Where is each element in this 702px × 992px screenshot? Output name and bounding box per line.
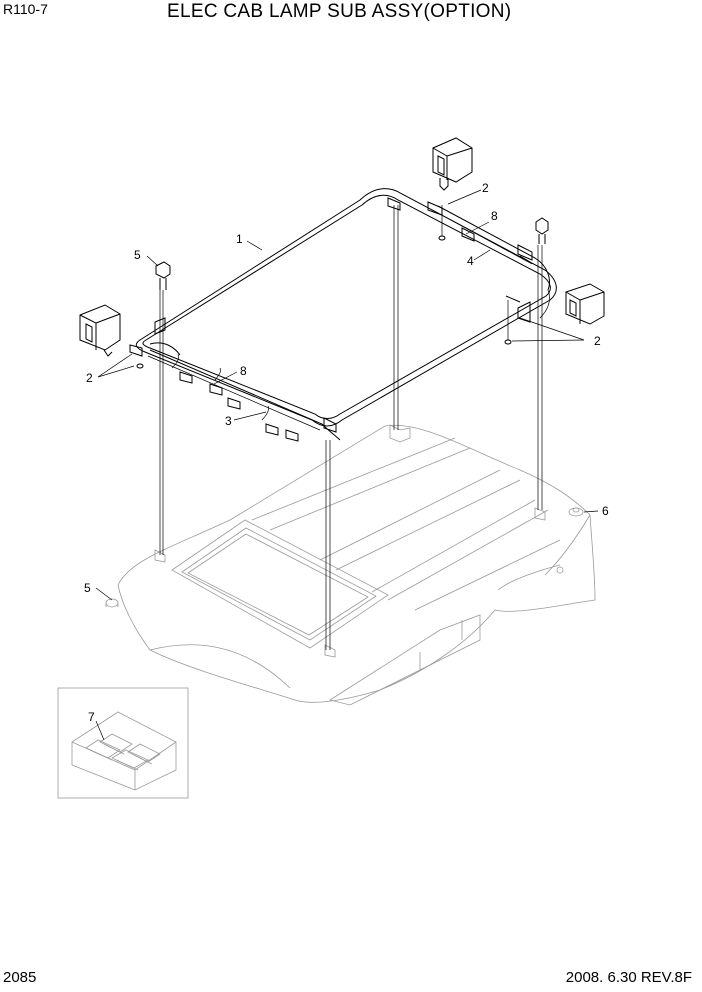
bolt-left — [155, 261, 171, 290]
callout-5-nut: 5 — [84, 581, 91, 595]
callout-4: 4 — [467, 254, 474, 268]
page-title: ELEC CAB LAMP SUB ASSY(OPTION) — [167, 1, 512, 22]
callout-7: 7 — [88, 710, 95, 724]
callout-2-left-lamp: 2 — [86, 371, 93, 385]
nut-left — [105, 598, 119, 608]
work-lamp-left — [79, 304, 121, 357]
small-nuts — [136, 235, 512, 369]
callout-8-front: 8 — [240, 364, 247, 378]
assembly-guide-lines — [159, 205, 543, 650]
grommet-right — [568, 507, 584, 517]
work-lamp-rear — [432, 137, 473, 191]
wire-harness-3 — [147, 342, 341, 442]
bolt-right — [535, 217, 549, 244]
callout-6: 6 — [602, 504, 609, 518]
callout-1: 1 — [236, 232, 243, 246]
callout-3: 3 — [225, 414, 232, 428]
cab-roof — [117, 424, 596, 706]
model-code: R110-7 — [3, 1, 48, 17]
lamp-mounting-frame — [129, 188, 557, 433]
callout-2-rear-lamp: 2 — [482, 181, 489, 195]
callout-leaders — [95, 189, 599, 741]
page-number: 2085 — [3, 969, 37, 986]
switch-panel-inset — [57, 687, 189, 799]
revision-date: 2008. 6.30 REV.8F — [565, 969, 692, 986]
work-lamp-right — [565, 283, 605, 325]
callout-2-right-lamp: 2 — [594, 334, 601, 348]
callout-5-bolt: 5 — [134, 248, 141, 262]
callout-8-rear: 8 — [491, 209, 498, 223]
callout-labels: 1 2 2 2 3 4 5 5 6 7 8 8 — [84, 181, 609, 724]
